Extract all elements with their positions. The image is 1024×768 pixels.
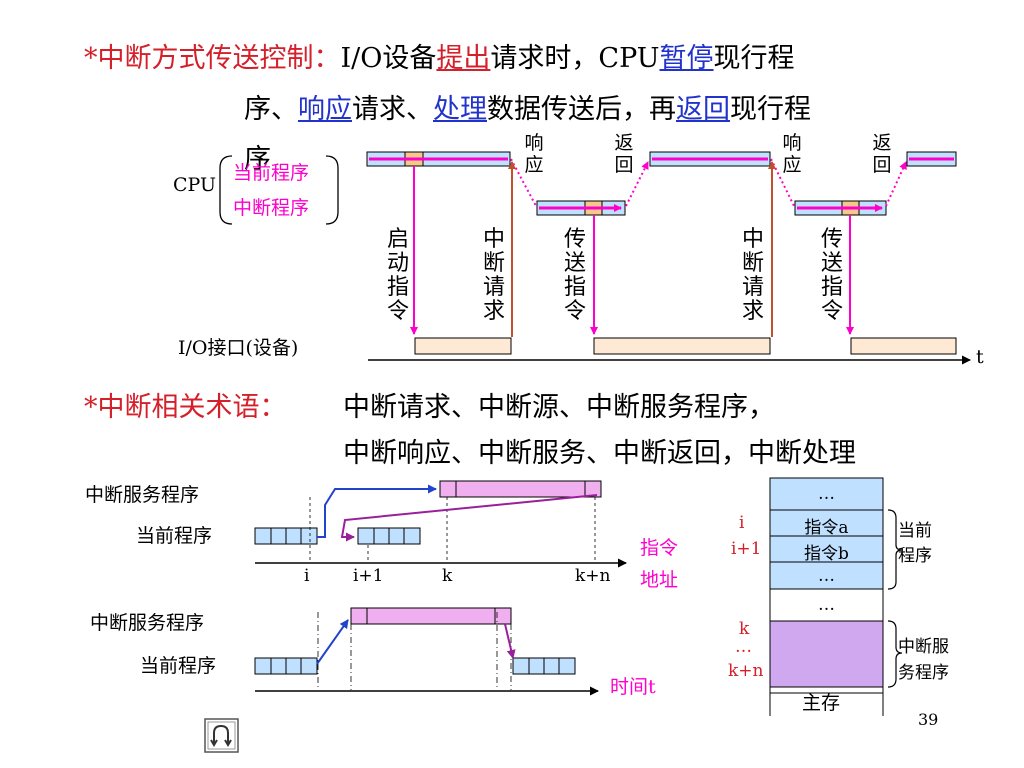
terms-line-2: 中断响应、中断服务、中断返回，中断处理 <box>343 438 856 469</box>
memory-caption: 主存 <box>802 692 841 714</box>
memory-diagram <box>769 477 903 716</box>
memory-current-label-2: 程序 <box>898 546 932 566</box>
memory-isr-label-2: 务程序 <box>898 663 949 683</box>
title-keyword-raise: 提出 <box>436 43 491 74</box>
address-axis-label-1: 指令 <box>640 537 679 559</box>
memory-current-label-1: 当前 <box>898 521 932 541</box>
title-keyword-process: 处理 <box>433 94 487 125</box>
interrupt-request-label-1: 中断请求 <box>482 227 505 324</box>
respond-label-1: 响应 <box>524 132 544 176</box>
memory-cell-instr-b: 指令b <box>804 544 849 564</box>
memory-cell-4: … <box>818 595 835 615</box>
interrupt-program-label: 中断程序 <box>233 197 310 219</box>
time-current-label: 当前程序 <box>140 655 217 677</box>
title-line-1: *中断方式传送控制：I/O设备提出请求时，CPU暂停现行程 <box>84 36 795 75</box>
title-bullet: *中断方式传送控制： <box>84 43 341 74</box>
address-diagram <box>254 480 627 568</box>
title-text-7: 现行程 <box>730 94 811 125</box>
io-busy-bar-2 <box>593 337 771 355</box>
cpu-current-bar-3 <box>906 151 957 167</box>
cpu-current-bar-1 <box>366 151 511 167</box>
title-text-5: 请求、 <box>352 94 433 125</box>
io-interface-label: I/O接口(设备) <box>178 337 299 359</box>
time-diagram <box>254 607 599 696</box>
return-label-1: 返回 <box>614 132 634 176</box>
title-text-1: I/O设备 <box>340 43 437 74</box>
title-text-3: 现行程 <box>713 43 795 74</box>
interrupt-request-label-2: 中断请求 <box>741 227 764 324</box>
memory-addr-i1: i+1 <box>731 539 762 559</box>
address-tick-kn: k+n <box>575 566 611 586</box>
page-number: 39 <box>918 710 939 729</box>
cpu-interrupt-bar-1 <box>536 200 626 216</box>
cpu-label: CPU <box>173 174 217 196</box>
terms-line-1: 中断请求、中断源、中断服务程序， <box>343 392 775 423</box>
memory-addr-dots: … <box>735 637 752 657</box>
title-line-3: 序 <box>244 144 271 175</box>
io-busy-bar-1 <box>414 337 512 355</box>
time-axis-label-2: 时间t <box>610 676 656 698</box>
cpu-right-brace <box>325 155 339 225</box>
title-keyword-pause: 暂停 <box>659 43 714 74</box>
respond-transition-1 <box>510 158 537 207</box>
address-isr-label: 中断服务程序 <box>85 484 200 506</box>
memory-addr-k: k <box>739 619 750 639</box>
transfer-command-label-2: 传送指令 <box>820 227 843 324</box>
respond-label-2: 响应 <box>782 132 802 176</box>
address-axis-label-2: 地址 <box>640 569 679 591</box>
title-text-2: 请求时，CPU <box>490 43 660 74</box>
memory-addr-i: i <box>739 513 745 533</box>
cpu-left-brace <box>219 155 233 225</box>
memory-cell-instr-a: 指令a <box>804 518 849 538</box>
current-program-label: 当前程序 <box>233 162 310 184</box>
address-tick-i1: i+1 <box>353 566 384 586</box>
address-tick-k: k <box>442 566 453 586</box>
memory-cell-3: … <box>818 566 835 586</box>
address-current-label: 当前程序 <box>136 525 213 547</box>
transfer-command-label-1: 传送指令 <box>563 227 586 324</box>
return-transition-2 <box>885 161 907 207</box>
memory-cell-0: … <box>818 484 835 504</box>
title-text-6: 数据传送后，再 <box>487 94 676 125</box>
respond-transition-2 <box>770 158 795 207</box>
cpu-interrupt-bar-2 <box>794 200 887 216</box>
cpu-current-bar-2 <box>649 151 771 167</box>
memory-isr-label-1: 中断服 <box>898 637 949 657</box>
memory-addr-kn: k+n <box>728 661 764 681</box>
title-keyword-return: 返回 <box>676 94 730 125</box>
time-axis-label: t <box>976 346 984 368</box>
io-busy-bar-3 <box>850 337 957 355</box>
title-keyword-respond: 响应 <box>298 94 352 125</box>
start-command-label: 启动指令 <box>386 227 409 324</box>
title-line-2: 序、响应请求、处理数据传送后，再返回现行程 <box>244 87 811 126</box>
address-tick-i: i <box>304 566 310 586</box>
time-isr-label: 中断服务程序 <box>90 612 205 634</box>
title-text-4: 序、 <box>244 94 298 125</box>
return-label-2: 返回 <box>872 132 892 176</box>
return-nav-icon <box>204 718 239 753</box>
terms-label: *中断相关术语： <box>84 392 287 423</box>
return-transition-1 <box>625 161 649 207</box>
